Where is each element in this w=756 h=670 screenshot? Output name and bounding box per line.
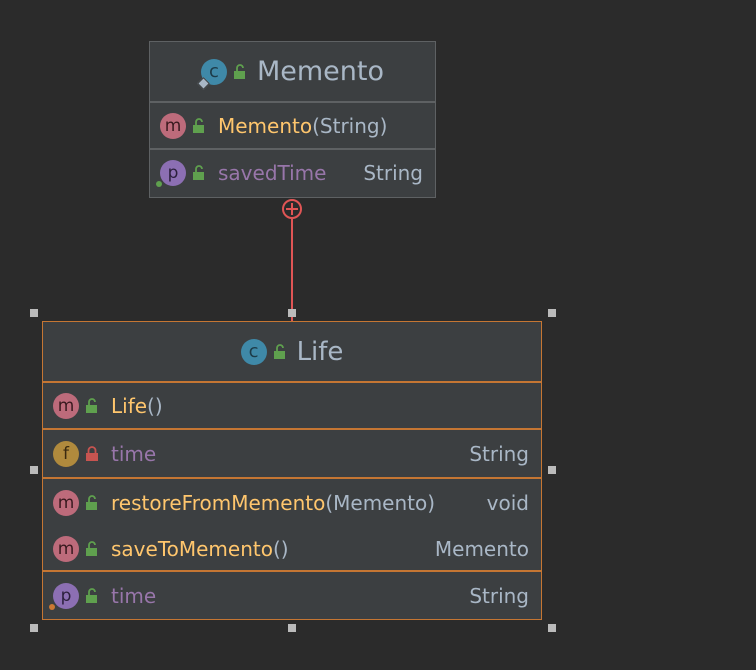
- life-property-row[interactable]: p time String: [43, 574, 541, 618]
- property-type: String: [363, 161, 423, 185]
- life-constructor-row[interactable]: m Life(): [43, 384, 541, 428]
- life-method-row[interactable]: m restoreFromMemento(Memento) void: [43, 482, 541, 524]
- method-name: saveToMemento: [111, 537, 273, 561]
- field-type: String: [469, 442, 529, 466]
- method-params: (Memento): [325, 491, 436, 515]
- property-name: savedTime: [218, 161, 327, 185]
- method-icon: m: [53, 490, 79, 516]
- memento-class-title: Memento: [256, 56, 385, 87]
- memento-class-node[interactable]: c Memento m Memento(String) p savedTime …: [149, 41, 436, 198]
- field-icon: f: [53, 441, 79, 467]
- property-icon: p: [49, 583, 79, 610]
- resize-handle-top-left[interactable]: [30, 309, 38, 317]
- public-lock-open-icon: [86, 588, 97, 603]
- method-params: (): [272, 537, 289, 561]
- class-icon: c: [197, 58, 227, 90]
- method-name: Memento: [218, 114, 313, 138]
- static-marker-icon: [197, 76, 210, 90]
- memento-constructor-row[interactable]: m Memento(String): [150, 104, 435, 148]
- method-return-type: Memento: [434, 537, 529, 561]
- resize-handle-top[interactable]: [288, 309, 296, 317]
- public-lock-open-icon: [86, 495, 97, 510]
- divider: [43, 477, 541, 479]
- public-lock-open-icon: [273, 343, 285, 359]
- method-icon: m: [53, 536, 79, 562]
- life-class-title: Life: [296, 336, 344, 367]
- resize-handle-bottom-right[interactable]: [548, 624, 556, 632]
- property-marker-icon: [49, 604, 55, 610]
- life-class-header[interactable]: c Life: [43, 322, 541, 381]
- public-lock-open-icon: [86, 541, 97, 556]
- resize-handle-right[interactable]: [548, 466, 556, 474]
- private-lock-icon: [86, 446, 98, 461]
- property-type: String: [469, 584, 529, 608]
- resize-handle-left[interactable]: [30, 466, 38, 474]
- memento-property-row[interactable]: p savedTime String: [150, 151, 435, 195]
- public-lock-open-icon: [193, 118, 204, 133]
- field-name: time: [111, 442, 157, 466]
- divider: [43, 570, 541, 572]
- method-icon: m: [53, 393, 79, 419]
- divider: [150, 101, 435, 103]
- property-marker-icon: [156, 181, 162, 187]
- method-params: (): [147, 394, 163, 418]
- method-name: Life: [111, 394, 148, 418]
- public-lock-open-icon: [193, 165, 204, 180]
- method-params: (String): [312, 114, 388, 138]
- life-class-node[interactable]: c Life m Life() f time String m restoreF…: [42, 321, 542, 620]
- memento-class-header[interactable]: c Memento: [150, 42, 435, 101]
- property-icon: p: [156, 160, 186, 187]
- resize-handle-top-right[interactable]: [548, 309, 556, 317]
- class-icon: c: [240, 338, 267, 365]
- resize-handle-bottom-left[interactable]: [30, 624, 38, 632]
- method-return-type: void: [486, 491, 529, 515]
- divider: [43, 381, 541, 383]
- life-method-row[interactable]: m saveToMemento() Memento: [43, 528, 541, 570]
- public-lock-open-icon: [233, 63, 245, 79]
- public-lock-open-icon: [86, 398, 97, 413]
- circle-plus-icon: [282, 199, 302, 219]
- life-field-row[interactable]: f time String: [43, 432, 541, 476]
- resize-handle-bottom[interactable]: [288, 624, 296, 632]
- property-name: time: [111, 584, 157, 608]
- divider: [150, 148, 435, 150]
- divider: [43, 428, 541, 430]
- method-icon: m: [160, 113, 186, 139]
- method-name: restoreFromMemento: [111, 491, 326, 515]
